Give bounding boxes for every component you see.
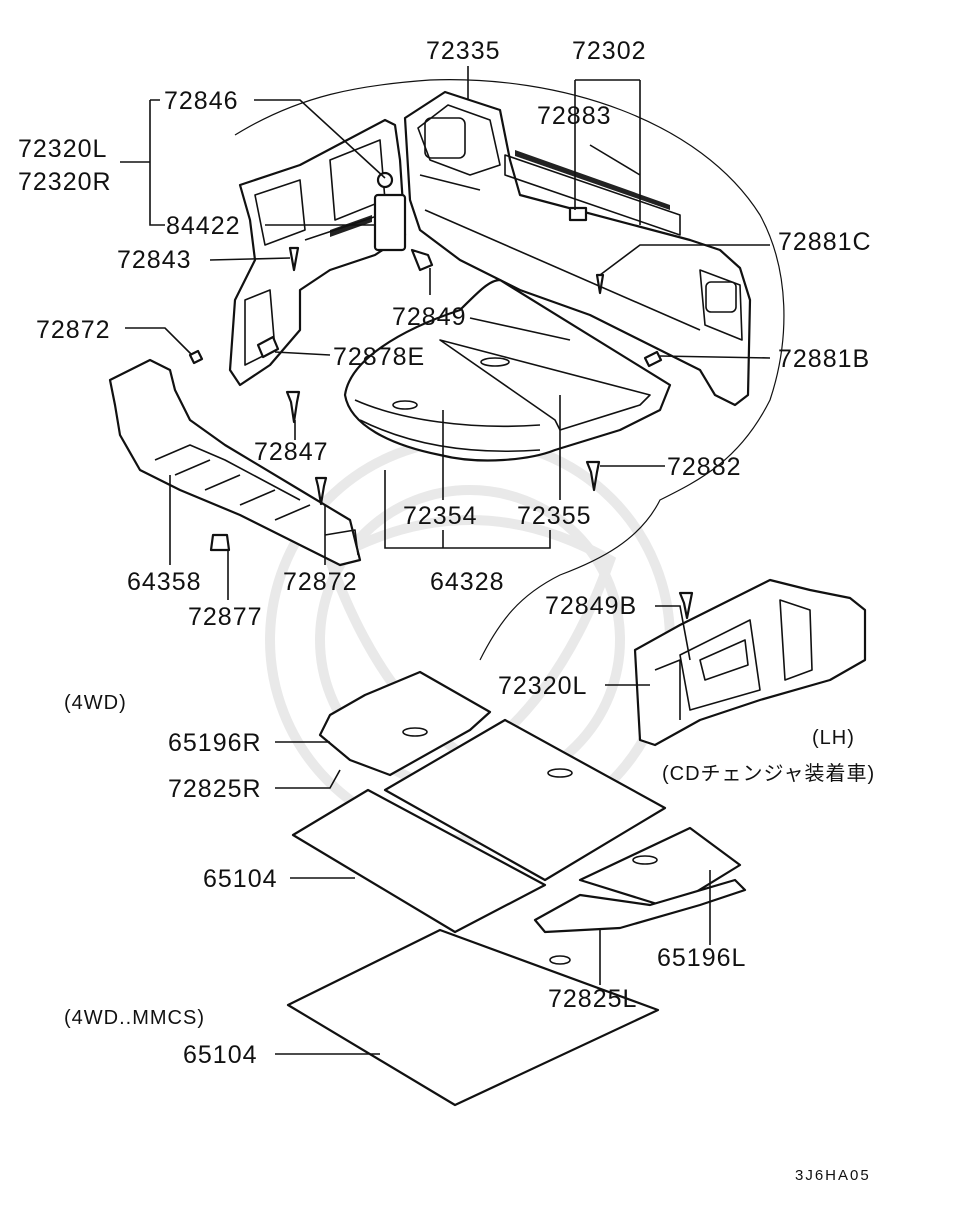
note-cd-changer: (CDチェンジャ装着車) xyxy=(662,762,875,785)
board-65196L xyxy=(578,826,742,910)
label-64328: 64328 xyxy=(430,568,505,596)
label-65196R: 65196R xyxy=(168,729,262,757)
fasteners xyxy=(188,246,694,620)
label-84422: 84422 xyxy=(166,212,241,240)
part-84422 xyxy=(373,193,407,252)
label-72320L-top: 72320L xyxy=(18,135,107,163)
label-72877: 72877 xyxy=(188,603,263,631)
board-65104-lower xyxy=(286,928,660,1107)
body-outline xyxy=(234,79,785,661)
label-72320R: 72320R xyxy=(18,168,112,196)
part-labels: 72335 72302 72846 72883 72320L 72320R 84… xyxy=(18,37,872,1069)
note-4wd-mmcs: (4WD..MMCS) xyxy=(64,1007,205,1029)
label-72847: 72847 xyxy=(254,438,329,466)
label-72849: 72849 xyxy=(392,303,467,331)
floor-tray xyxy=(343,278,672,462)
label-72320L-cd: 72320L xyxy=(498,672,587,700)
leader-lines xyxy=(120,66,771,1055)
diagram-code: 3J6HA05 xyxy=(795,1167,871,1184)
label-72872-top: 72872 xyxy=(36,316,111,344)
label-65104-b: 65104 xyxy=(183,1041,258,1069)
label-72881C: 72881C xyxy=(778,228,872,256)
board-center xyxy=(383,718,667,882)
label-72878E: 72878E xyxy=(333,343,425,371)
rear-trim-panel xyxy=(403,90,752,407)
label-72335: 72335 xyxy=(426,37,501,65)
label-72881B: 72881B xyxy=(778,345,870,373)
label-72302: 72302 xyxy=(572,37,647,65)
left-side-trim xyxy=(228,118,407,387)
label-64358: 64358 xyxy=(127,568,202,596)
board-65104-upper xyxy=(291,788,547,934)
label-72354: 72354 xyxy=(403,502,478,530)
label-72882: 72882 xyxy=(667,453,742,481)
clip-72846 xyxy=(376,171,394,189)
label-72846: 72846 xyxy=(164,87,239,115)
label-72355: 72355 xyxy=(517,502,592,530)
label-72825R: 72825R xyxy=(168,775,262,803)
bracket-72825L xyxy=(533,878,747,965)
label-65196L: 65196L xyxy=(657,944,746,972)
label-72872-bottom: 72872 xyxy=(283,568,358,596)
board-65196R xyxy=(318,670,492,777)
note-lh: (LH) xyxy=(812,727,855,749)
label-72849B: 72849B xyxy=(545,592,637,620)
label-72825L: 72825L xyxy=(548,985,637,1013)
notes: (4WD) (LH) (CDチェンジャ装着車) (4WD..MMCS) xyxy=(64,692,875,1029)
note-4wd: (4WD) xyxy=(64,692,127,714)
label-65104-a: 65104 xyxy=(203,865,278,893)
label-72843: 72843 xyxy=(117,246,192,274)
cd-changer-side-trim xyxy=(633,578,867,747)
label-72883: 72883 xyxy=(537,102,612,130)
side-board xyxy=(108,358,362,567)
clip-72883 xyxy=(568,206,588,222)
